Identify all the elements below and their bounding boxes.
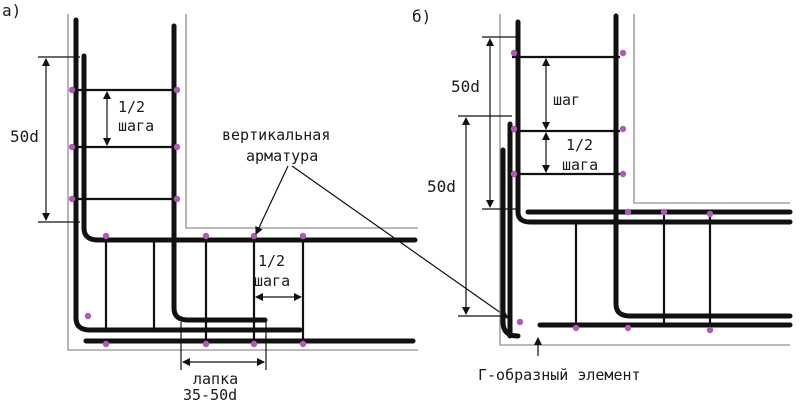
panel-b-step-label: шаг bbox=[553, 91, 580, 109]
panel-a: а) bbox=[2, 1, 509, 400]
panel-a-half-step2-l2: шага bbox=[254, 272, 290, 290]
panel-b-outline bbox=[499, 14, 790, 346]
panel-b-half-step-l2: шага bbox=[562, 156, 598, 174]
vertical-rebar-label-l2: арматура bbox=[246, 147, 318, 165]
panel-b-tie-dots bbox=[510, 49, 714, 334]
panel-b-l-element-label: Г-образный элемент bbox=[478, 366, 641, 384]
panel-a-label: а) bbox=[2, 1, 21, 20]
panel-a-right-l-bar bbox=[171, 23, 268, 323]
panel-b-half-step-l1: 1/2 bbox=[566, 136, 593, 154]
panel-a-half-step2-l1: 1/2 bbox=[258, 252, 285, 270]
vertical-rebar-leader-a bbox=[255, 165, 289, 235]
panel-a-lap-l2: 35-50d bbox=[183, 386, 237, 400]
panel-b: б) bbox=[412, 7, 793, 384]
vertical-rebar-leader-b bbox=[291, 165, 509, 319]
panel-a-half-step-l1: 1/2 bbox=[118, 98, 145, 116]
panel-a-tie-dots bbox=[68, 86, 307, 348]
panel-b-dim-50d-top-label: 50d bbox=[451, 77, 480, 96]
vertical-rebar-label-l1: вертикальная bbox=[222, 126, 330, 144]
panel-a-left-inner-bar bbox=[81, 53, 418, 243]
panel-a-outline bbox=[67, 14, 418, 351]
panel-b-left-inner-bar bbox=[515, 19, 793, 225]
panel-b-dim-50d-bottom-label: 50d bbox=[427, 177, 456, 196]
panel-a-half-step-l2: шага bbox=[118, 117, 154, 135]
panel-a-left-l-bar bbox=[73, 17, 303, 333]
panel-a-lap-l1: лапка bbox=[193, 370, 238, 388]
panel-b-right-l-bar bbox=[613, 13, 793, 319]
panel-a-dim-50d-label: 50d bbox=[10, 127, 39, 146]
panel-b-l-element bbox=[500, 147, 521, 339]
panel-b-label: б) bbox=[412, 7, 431, 26]
